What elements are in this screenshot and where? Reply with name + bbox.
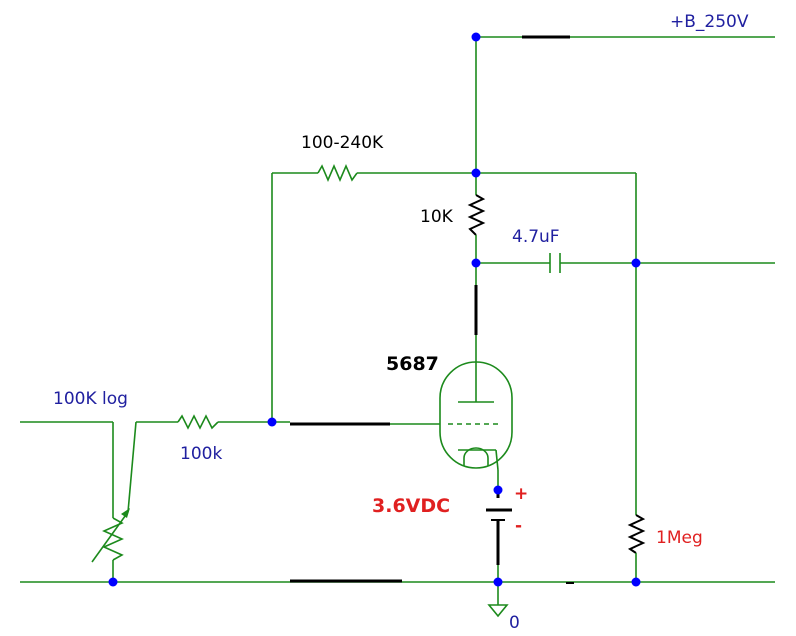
bias-plus-label: + bbox=[514, 484, 528, 504]
ground-rail bbox=[20, 579, 775, 584]
bias-battery bbox=[486, 488, 512, 605]
node-ground-mid bbox=[493, 577, 503, 587]
node-supply bbox=[471, 32, 481, 42]
node-cathode bbox=[493, 485, 503, 495]
output-resistor-label: 1Meg bbox=[656, 528, 703, 548]
pot-wiper bbox=[91, 511, 129, 563]
node-supply-branch bbox=[471, 168, 481, 178]
grid-stopper-label: 100k bbox=[180, 444, 222, 464]
node-plate bbox=[471, 258, 481, 268]
plate-resistor bbox=[467, 194, 486, 378]
node-ground-right bbox=[631, 577, 641, 587]
feedback-resistor-label: 100-240K bbox=[301, 133, 384, 153]
node-output bbox=[631, 258, 641, 268]
tube-label: 5687 bbox=[386, 353, 439, 375]
bias-minus-label: - bbox=[515, 516, 522, 536]
feedback-resistor bbox=[317, 163, 358, 183]
junction-nodes bbox=[108, 32, 641, 587]
volume-pot bbox=[102, 517, 124, 561]
node-grid bbox=[267, 417, 277, 427]
supply-label: +B_250V bbox=[670, 12, 749, 32]
plate-resistor-label: 10K bbox=[420, 207, 454, 227]
tube-5687 bbox=[439, 361, 513, 490]
coupling-capacitor bbox=[476, 253, 775, 273]
volume-pot-label: 100K log bbox=[53, 389, 128, 409]
coupling-cap-label: 4.7uF bbox=[512, 227, 560, 247]
ground-label: 0 bbox=[509, 613, 520, 633]
ground-symbol bbox=[487, 604, 509, 618]
bias-voltage-label: 3.6VDC bbox=[372, 495, 450, 517]
grid-stopper-resistor bbox=[177, 414, 219, 430]
output-resistor bbox=[627, 514, 646, 582]
supply-rail bbox=[475, 35, 775, 195]
node-ground-left bbox=[108, 577, 118, 587]
feedback-loop bbox=[271, 163, 637, 515]
